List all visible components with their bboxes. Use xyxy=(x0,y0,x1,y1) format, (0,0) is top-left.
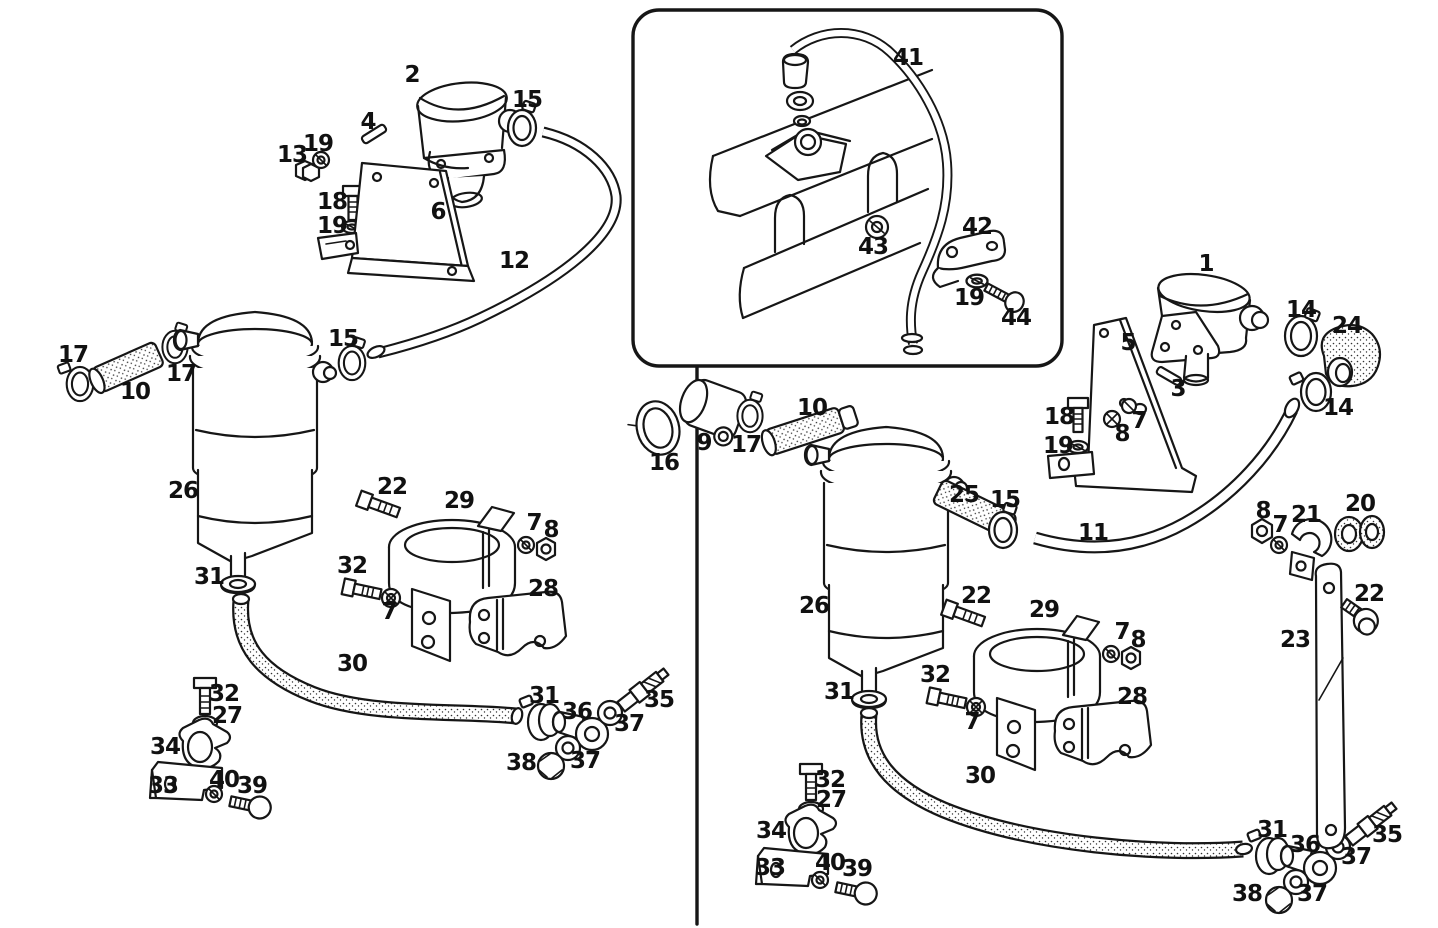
part-7-washer xyxy=(1269,535,1289,555)
part-14-clamp-lower xyxy=(1288,371,1333,413)
part-42-bracket xyxy=(931,229,1007,289)
part-43-washer xyxy=(864,214,890,240)
valve-cover xyxy=(708,68,934,320)
part-13-nut xyxy=(294,159,321,183)
part-26-filter-right xyxy=(803,425,969,710)
hose-clip-group-right xyxy=(754,762,880,908)
part-17-clamp-a xyxy=(56,361,95,403)
part-19-washer-right xyxy=(1066,439,1090,455)
part-4-pin xyxy=(360,123,388,145)
part-15-clamp-b xyxy=(337,335,367,382)
part-21-clip xyxy=(1288,517,1333,582)
hose-12 xyxy=(366,126,622,360)
part-44-bolt xyxy=(983,282,1025,313)
part-20-bushings xyxy=(1333,514,1386,553)
hose-30-left xyxy=(231,592,524,725)
part-23-strap xyxy=(1314,562,1347,850)
part-14-clamp-upper xyxy=(1283,307,1321,358)
cover-fitting-stack xyxy=(781,52,815,128)
part-18-bolt-right xyxy=(1066,396,1090,434)
part-2-fuel-pump xyxy=(416,81,528,209)
part-26-filter-left xyxy=(172,310,338,595)
part-5-bracket xyxy=(1046,316,1198,494)
part-19-washer-inset xyxy=(965,273,989,289)
part-8-nut xyxy=(1250,517,1274,545)
part-19-washer-a xyxy=(311,150,331,170)
hose-10-right xyxy=(760,405,859,457)
part-15-clamp-a xyxy=(506,99,538,148)
hose-10-left xyxy=(88,341,164,395)
part-24-elbow xyxy=(1320,323,1382,388)
part-1-fuel-pump xyxy=(1150,272,1270,387)
part-16-seal-ring xyxy=(627,400,681,456)
hose-clip-group-left xyxy=(148,676,272,820)
part-3-pin xyxy=(1155,366,1183,386)
hose-11 xyxy=(1033,397,1301,554)
part-41-pipe xyxy=(789,28,953,356)
filter-mount-group-left xyxy=(340,489,568,663)
inset-detail-panel xyxy=(631,8,1064,368)
part-22-bolt-right xyxy=(1340,598,1379,636)
part-6-bracket xyxy=(316,161,476,283)
hose-end-fitting-group-left xyxy=(518,667,670,781)
filter-mount-group-right xyxy=(925,598,1153,772)
